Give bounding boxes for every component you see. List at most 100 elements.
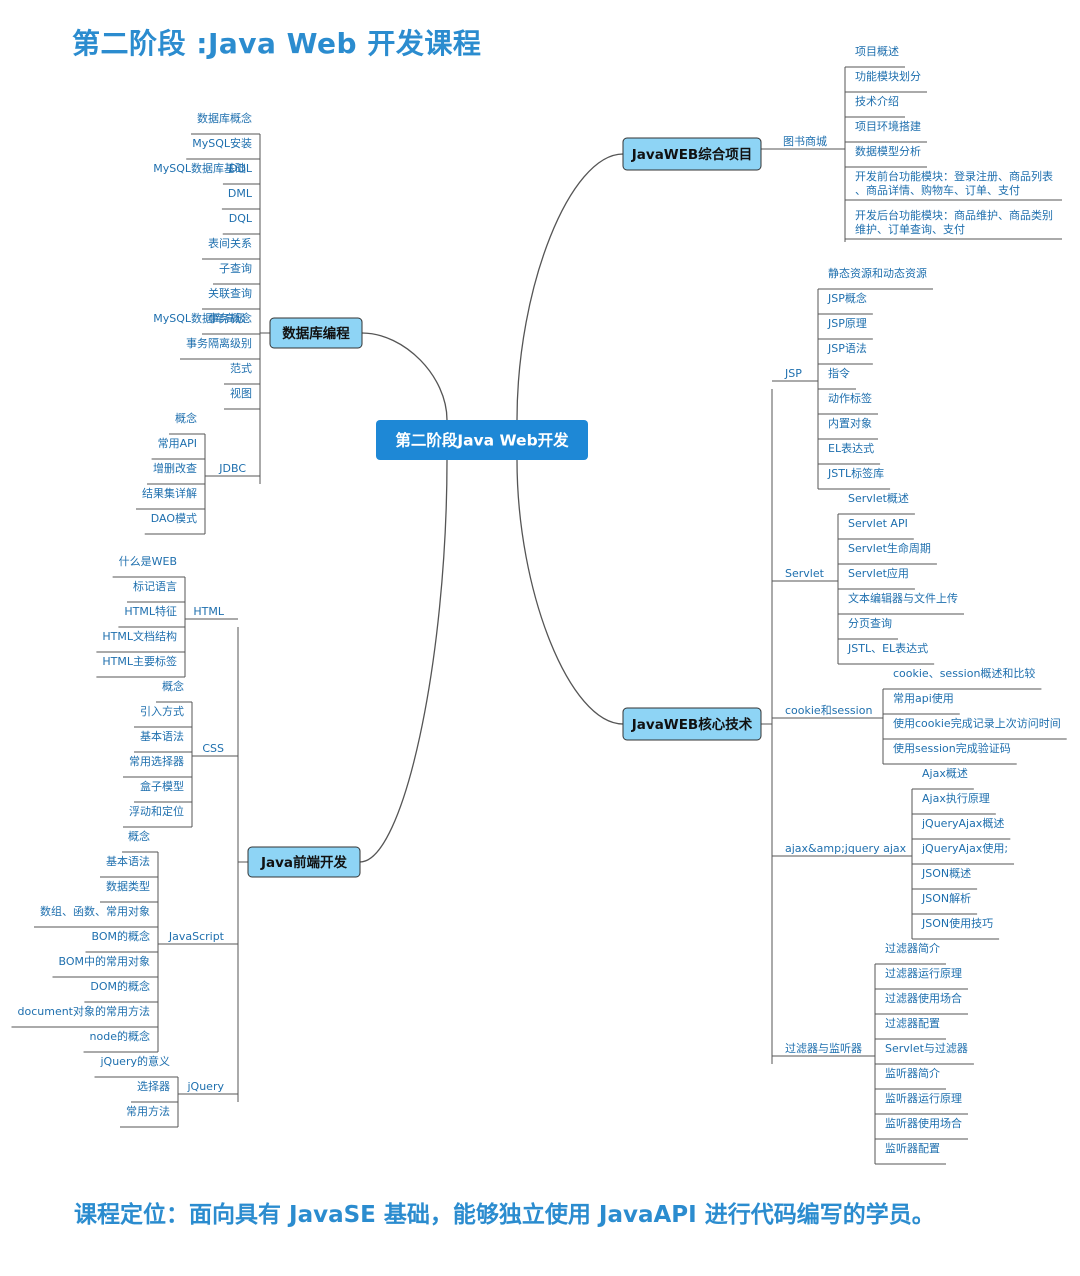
- group-label: JDBC: [218, 462, 246, 475]
- leaf-node: 过滤器使用场合: [885, 991, 962, 1005]
- leaf-node: 基本语法: [106, 854, 150, 868]
- leaf-node: BOM的概念: [91, 929, 150, 943]
- leaf-node: Servlet API: [848, 517, 908, 530]
- leaf-node: DAO模式: [151, 512, 197, 525]
- leaf-node: 概念: [162, 679, 184, 693]
- branch-node: [622, 137, 762, 171]
- leaf-node: 技术介绍: [855, 94, 899, 108]
- leaf-node: Servlet应用: [848, 566, 909, 580]
- branch-connector: [361, 332, 448, 421]
- center-node: [376, 420, 588, 460]
- leaf-node: 标记语言: [133, 579, 177, 593]
- leaf-node: 基本语法: [140, 729, 184, 743]
- group-label: Servlet: [785, 567, 825, 580]
- leaf-node: 项目环境搭建: [855, 119, 921, 133]
- leaf-node: JSON使用技巧: [921, 917, 993, 930]
- leaf-node: JSP语法: [827, 341, 867, 355]
- leaf-node: 静态资源和动态资源: [828, 266, 927, 280]
- branch-label: JavaWEB核心技术: [631, 716, 753, 733]
- leaf-node: 数组、函数、常用对象: [40, 904, 150, 918]
- leaf-node: 浮动和定位: [129, 804, 184, 818]
- leaf-node: MySQL安装: [192, 136, 252, 150]
- leaf-node: 增删改查: [153, 461, 197, 475]
- leaf-node: jQueryAjax使用;: [921, 842, 1008, 855]
- branch-label: JavaWEB综合项目: [631, 146, 752, 163]
- branch-label: Java前端开发: [260, 854, 348, 871]
- leaf-node: DML: [228, 187, 253, 200]
- leaf-node: jQuery的意义: [100, 1054, 171, 1068]
- leaf-node: DDL: [229, 162, 253, 175]
- leaf-node: 监听器简介: [885, 1066, 940, 1080]
- leaf-node: 盒子模型: [140, 779, 184, 793]
- leaf-node: 使用cookie完成记录上次访问时间: [893, 716, 1061, 730]
- leaf-node: 事务隔离级别: [186, 336, 252, 350]
- group-label: JSP: [784, 367, 802, 380]
- group-label: JavaScript: [168, 930, 225, 943]
- leaf-node: JSON概述: [921, 867, 971, 880]
- group-label: 过滤器与监听器: [785, 1042, 862, 1055]
- leaf-node: JSP原理: [827, 317, 867, 330]
- leaf-node: JSTL、EL表达式: [847, 641, 928, 655]
- group-label: 图书商城: [783, 134, 827, 148]
- group-label: MySQL数据库基础: [153, 161, 246, 175]
- leaf-node: 常用选择器: [129, 754, 184, 768]
- leaf-node: 项目概述: [855, 45, 899, 58]
- branch-connector: [359, 459, 448, 863]
- leaf-node: 常用API: [158, 437, 197, 450]
- branch-connector: [516, 459, 624, 725]
- leaf-node: Servlet生命周期: [848, 541, 931, 555]
- leaf-node: 功能模块划分: [855, 69, 921, 83]
- leaf-node: 事务概念: [208, 311, 252, 325]
- branch-connector: [516, 153, 624, 421]
- leaf-node: 动作标签: [828, 391, 872, 405]
- leaf-node: 监听器使用场合: [885, 1116, 962, 1130]
- leaf-node: 内置对象: [828, 416, 872, 430]
- leaf-node: 监听器配置: [885, 1142, 940, 1155]
- leaf-node: JSP概念: [827, 291, 867, 305]
- group-label: HTML: [193, 605, 224, 618]
- leaf-node: 过滤器简介: [885, 941, 940, 955]
- leaf-node: 视图: [230, 386, 252, 400]
- page-title: 第二阶段 :Java Web 开发课程: [72, 27, 482, 60]
- group-label: MySQL数据库高级: [153, 311, 246, 325]
- leaf-node: DOM的概念: [90, 979, 150, 993]
- leaf-node: 监听器运行原理: [885, 1092, 962, 1105]
- leaf-node: document对象的常用方法: [18, 1004, 151, 1018]
- leaf-node: 文本编辑器与文件上传: [848, 591, 958, 605]
- leaf-node: 数据模型分析: [855, 144, 921, 158]
- leaf-node: 什么是WEB: [119, 555, 177, 568]
- branch-node: [269, 317, 363, 349]
- leaf-node: 过滤器配置: [885, 1017, 940, 1030]
- leaf-node: Ajax执行原理: [922, 791, 990, 805]
- mind-map-nodes: 第二阶段Java Web开发数据库编程MySQL数据库基础数据库概念MySQL安…: [18, 45, 1061, 1155]
- leaf-node: 表间关系: [208, 236, 252, 250]
- leaf-node: jQueryAjax概述: [921, 817, 1004, 830]
- leaf-node: 关联查询: [208, 286, 252, 300]
- leaf-node: 概念: [175, 411, 197, 425]
- leaf-node: 指令: [828, 366, 850, 380]
- leaf-node: Servlet概述: [848, 492, 909, 505]
- leaf-node: DQL: [229, 212, 253, 225]
- course-positioning-note: 课程定位：面向具有 JavaSE 基础，能够独立使用 JavaAPI 进行代码编…: [74, 1202, 935, 1228]
- leaf-node: JSON解析: [921, 891, 971, 905]
- leaf-node: BOM中的常用对象: [58, 954, 150, 968]
- leaf-node: 范式: [230, 361, 252, 375]
- leaf-node: node的概念: [90, 1029, 150, 1043]
- leaf-node: HTML主要标签: [102, 654, 177, 668]
- mind-map: 第二阶段Java Web开发数据库编程MySQL数据库基础数据库概念MySQL安…: [11, 45, 1067, 1165]
- leaf-node: 常用方法: [126, 1104, 170, 1118]
- leaf-node: 结果集详解: [142, 486, 197, 500]
- leaf-node: Ajax概述: [922, 767, 968, 780]
- branch-label: 数据库编程: [282, 325, 350, 342]
- center-node-label: 第二阶段Java Web开发: [395, 431, 569, 450]
- leaf-node: 过滤器运行原理: [885, 967, 962, 980]
- leaf-node: 分页查询: [848, 616, 892, 630]
- branch-node: [247, 846, 361, 878]
- leaf-node: 选择器: [137, 1079, 170, 1093]
- leaf-node: Servlet与过滤器: [885, 1042, 968, 1055]
- leaf-node: EL表达式: [828, 441, 874, 455]
- leaf-node: 开发后台功能模块：商品维护、商品类别维护、订单查询、支付: [855, 208, 1053, 236]
- leaf-node: 子查询: [219, 261, 252, 275]
- leaf-node: cookie、session概述和比较: [893, 666, 1035, 680]
- leaf-node: 开发前台功能模块：登录注册、商品列表、商品详情、购物车、订单、支付: [855, 169, 1053, 197]
